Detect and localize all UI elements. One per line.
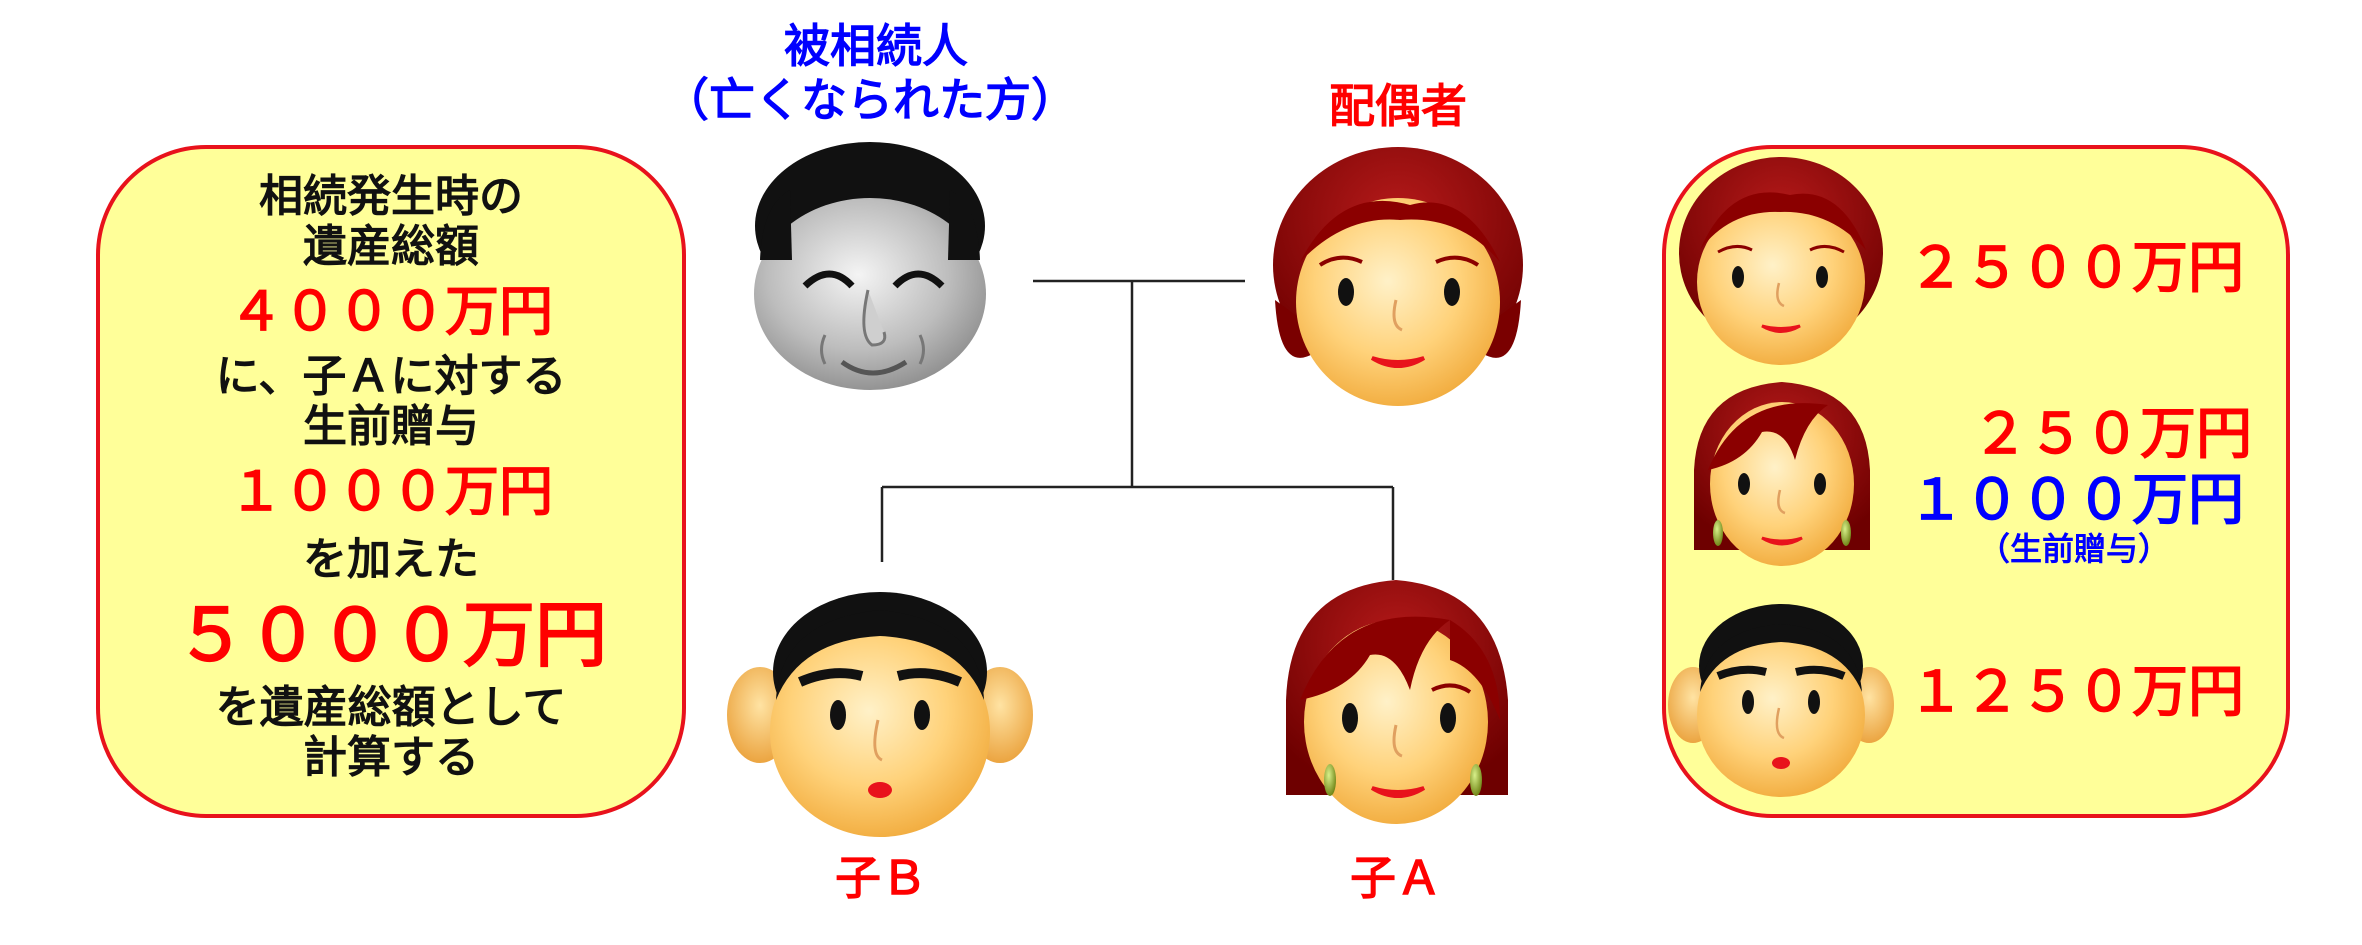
left-line-6: を遺産総額として — [215, 682, 567, 733]
child-a-label: 子Ａ — [1350, 851, 1442, 905]
deceased-label: 被相続人 — [784, 19, 968, 73]
left-amount-gift: １０００万円 — [229, 460, 553, 523]
left-amount-estate: ４０００万円 — [229, 280, 553, 343]
child-b-share: １２５０万円 — [1908, 660, 2244, 725]
left-line-5: を加えた — [303, 534, 479, 585]
spouse-small-face-icon — [1679, 157, 1883, 365]
child-b-face-icon — [727, 592, 1033, 837]
deceased-sub-label: （亡くなられた方） — [663, 73, 1077, 127]
left-amount-total: ５０００万円 — [174, 593, 608, 677]
spouse-share: ２５００万円 — [1908, 236, 2244, 301]
left-explanation-box — [96, 145, 686, 818]
spouse-face-icon — [1273, 147, 1523, 406]
child-a-gift: １０００万円 — [1908, 468, 2244, 533]
left-line-4: 生前贈与 — [303, 401, 479, 452]
child-a-small-face-icon — [1694, 382, 1870, 566]
spouse-label: 配偶者 — [1329, 79, 1467, 133]
family-tree-lines — [880, 279, 1395, 580]
child-b-small-face-icon — [1668, 604, 1894, 797]
left-line-7: 計算する — [303, 732, 479, 783]
left-line-1: 相続発生時の — [259, 171, 523, 222]
left-line-2: 遺産総額 — [303, 221, 479, 272]
left-line-3: に、子Ａに対する — [215, 351, 567, 402]
deceased-face-icon — [754, 142, 986, 390]
child-a-face-icon — [1286, 580, 1508, 824]
child-b-label: 子Ｂ — [835, 851, 927, 905]
child-a-share: ２５０万円 — [1972, 402, 2252, 467]
child-a-gift-note: （生前贈与） — [1978, 530, 2171, 568]
